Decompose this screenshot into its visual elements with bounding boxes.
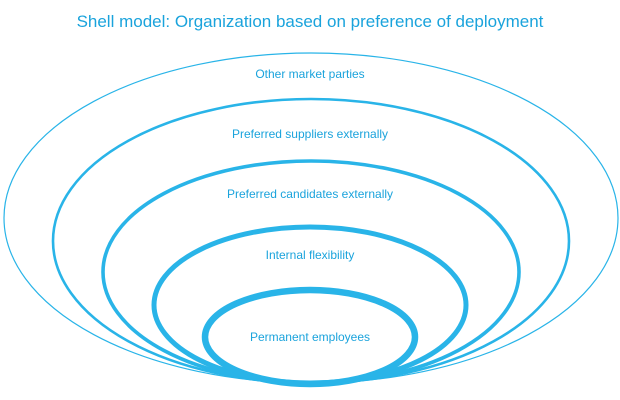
shell-label-other-market-parties: Other market parties xyxy=(255,67,364,81)
shell-label-permanent-employees: Permanent employees xyxy=(250,330,370,344)
shell-label-preferred-suppliers: Preferred suppliers externally xyxy=(232,127,388,141)
shell-label-internal-flexibility: Internal flexibility xyxy=(266,248,355,262)
shell-ring-permanent-employees xyxy=(201,286,419,388)
shell-label-preferred-candidates: Preferred candidates externally xyxy=(227,187,393,201)
diagram-title: Shell model: Organization based on prefe… xyxy=(77,12,544,31)
